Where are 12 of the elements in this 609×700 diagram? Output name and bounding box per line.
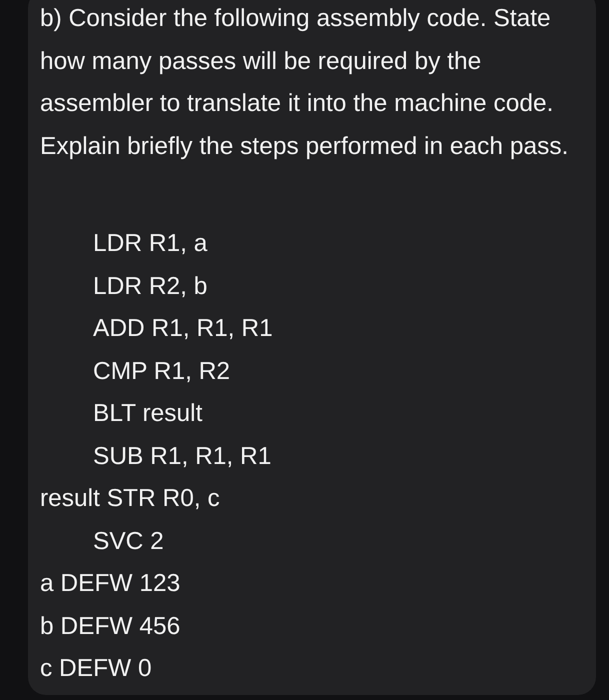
code-line: c DEFW 0 (40, 654, 152, 684)
code-line: result STR R0, c (40, 484, 220, 514)
code-line: ADD R1, R1, R1 (93, 314, 273, 344)
code-line: BLT result (93, 399, 202, 429)
code-line: a DEFW 123 (40, 569, 180, 599)
code-line: SUB R1, R1, R1 (93, 442, 272, 472)
code-line: LDR R2, b (93, 272, 208, 302)
code-line: SVC 2 (93, 526, 164, 556)
code-line: b DEFW 456 (40, 612, 180, 642)
code-line: LDR R1, a (93, 229, 208, 259)
question-text: b) Consider the following assembly code. State how many passes will be required by the assembler to translate it into the machine code. Explain briefly the steps performed in each pass. (40, 4, 570, 162)
code-line: CMP R1, R2 (93, 356, 230, 386)
